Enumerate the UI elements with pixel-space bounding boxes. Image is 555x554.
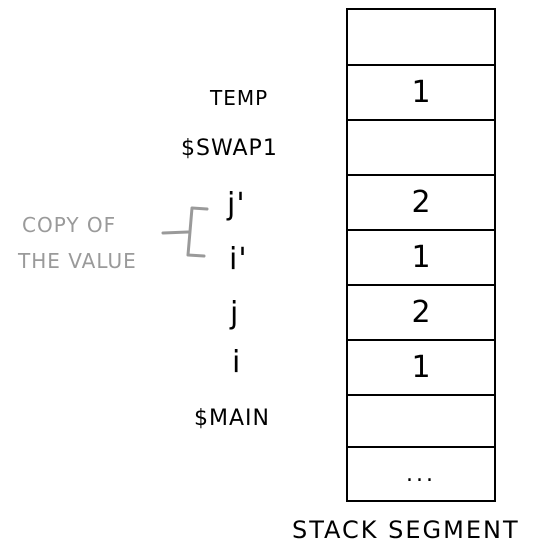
bracket-icon xyxy=(186,206,209,258)
cell-divider xyxy=(348,119,494,121)
stack-cell-temp: 1 xyxy=(411,75,431,110)
cell-divider xyxy=(348,339,494,341)
label-temp: TEMP xyxy=(210,86,269,110)
stack-cell-i-prime: 1 xyxy=(411,240,431,275)
stack-segment-caption: STACK SEGMENT xyxy=(292,516,520,544)
stack-cell-i: 1 xyxy=(411,350,431,385)
label-i: i xyxy=(232,345,242,380)
cell-divider xyxy=(348,229,494,231)
cell-divider xyxy=(348,174,494,176)
cell-divider xyxy=(348,64,494,66)
label-j: j xyxy=(230,296,240,331)
stack-segment: 1 2 1 2 1 ... xyxy=(346,8,496,502)
stack-cell-ellipsis: ... xyxy=(406,461,436,487)
cell-divider xyxy=(348,394,494,396)
label-i-prime: i' xyxy=(229,242,248,277)
cell-divider xyxy=(348,446,494,448)
label-main-frame: $MAIN xyxy=(194,406,270,431)
stack-cell-j-prime: 2 xyxy=(411,185,431,220)
annotation-line-2: THE VALUE xyxy=(18,249,137,273)
annotation-line-1: COPY OF xyxy=(22,213,117,237)
stack-cell-j: 2 xyxy=(411,295,431,330)
cell-divider xyxy=(348,284,494,286)
bracket-stem xyxy=(161,230,190,235)
label-j-prime: j' xyxy=(227,187,246,222)
label-swap1-frame: $SWAP1 xyxy=(181,136,278,161)
